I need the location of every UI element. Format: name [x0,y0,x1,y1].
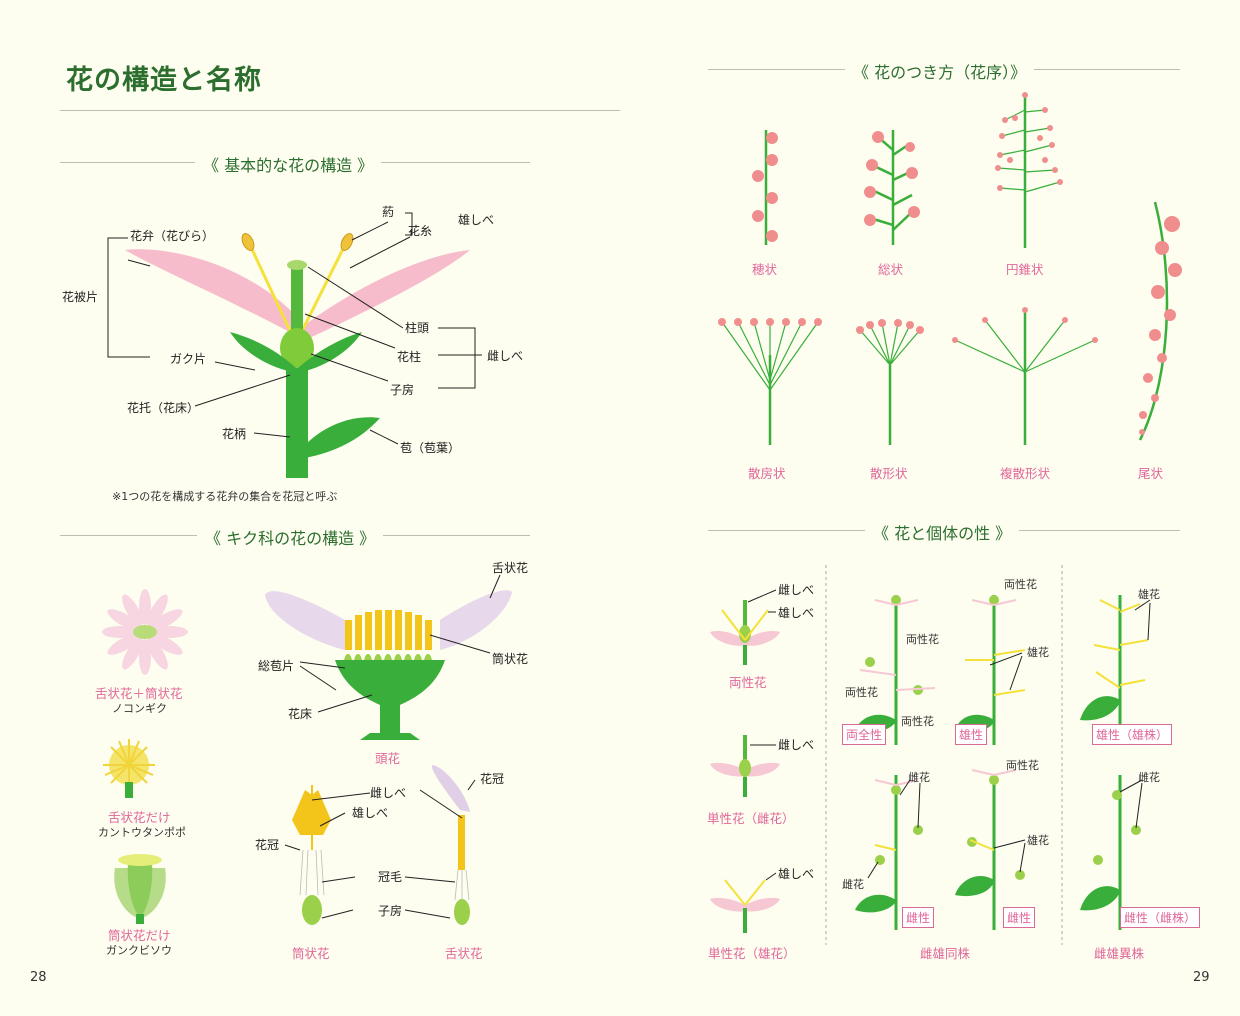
label-sex-oshibe2: 雄しべ [778,867,815,881]
label-mebana2: 雌花 [842,878,864,891]
page-number-left: 28 [30,970,47,985]
kiku-diagram [102,574,512,925]
label-fukusankeijo: 複散形状 [1000,466,1051,481]
label-kiku-kakan2: 花冠 [480,772,505,786]
box-shisei: 雌性 [902,907,935,928]
label-suijo: 穂状 [752,262,778,277]
label-kaben: 花弁（花びら） [130,229,215,243]
section-title-basic: 《 基本的な花の構造 》 [195,152,382,176]
label-bottom-tojoka: 筒状花 [292,946,330,961]
label-kiku-kakan1: 花冠 [255,838,280,852]
label-obana2: 雄花 [1138,588,1160,601]
label-gankubi-type: 筒状花だけ [108,928,171,943]
label-shiyu-doshu: 雌雄同株 [920,946,971,961]
label-tanpopo-type: 舌状花だけ [108,810,171,825]
label-gakuhen: ガク片 [170,352,207,366]
label-sanbojo: 散房状 [748,466,786,481]
note-kakan: ※1つの花を構成する花弁の集合を花冠と呼ぶ [112,490,338,503]
label-bottom-zetsujoka: 舌状花 [445,946,483,961]
label-sex-meshibe2: 雌しべ [778,738,815,752]
label-shibou: 子房 [390,383,415,397]
label-oshibe: 雄しべ [458,213,495,227]
section-title-inflorescence: 《 花のつき方（花序）》 [845,59,1035,83]
box-ryozensei: 両全性 [842,724,887,745]
label-zetsujoka: 舌状花 [492,561,529,575]
box-yusei: 雄性 [955,724,988,745]
label-ryo3: 両性花 [901,715,934,728]
page-number-right: 29 [1193,970,1210,985]
label-toka: 頭花 [375,751,401,766]
page-title: 花の構造と名称 [66,65,262,96]
label-bijo: 尾状 [1138,466,1164,481]
label-ryo5: 両性花 [1006,759,1039,772]
section-title-sexuality: 《 花と個体の性 》 [865,520,1020,544]
label-sankeijo: 散形状 [870,466,908,481]
label-nokongiku: ノコンギク [112,702,167,715]
section-title-kiku: 《 キク科の花の構造 》 [197,525,384,549]
label-sex-meshibe: 雌しべ [778,583,815,597]
label-tojoka: 筒状花 [492,652,529,666]
box-yusei-kabu: 雄性（雄株） [1092,724,1173,745]
label-meshibe: 雌しべ [487,349,524,363]
label-mebana1: 雌花 [908,771,930,784]
label-ryo2: 両性花 [845,686,878,699]
label-nokongiku-type: 舌状花＋筒状花 [95,686,183,701]
label-kiku-oshibe: 雄しべ [352,806,389,820]
label-kashi: 花糸 [408,224,433,238]
label-kataku: 花托（花床） [127,401,200,415]
label-kahei: 花柄 [222,427,247,441]
label-mebana3: 雌花 [1138,771,1160,784]
label-ryo4: 両性花 [1004,578,1037,591]
label-kachu: 花柱 [397,350,422,364]
label-ryo1: 両性花 [906,633,939,646]
label-kahihen: 花被片 [62,290,99,304]
box-shisei-kabu: 雌性（雌株） [1120,907,1201,928]
label-chutou: 柱頭 [405,321,430,335]
box-shisei2: 雌性 [1003,907,1036,928]
label-sex-oshibe: 雄しべ [778,606,815,620]
label-kiku-shibou: 子房 [378,904,403,918]
label-ryoseika: 両性花 [729,675,767,690]
label-soujo: 総状 [878,262,904,277]
label-tanseika-mebana: 単性花（雌花） [707,811,795,826]
label-tanseika-obana: 単性花（雄花） [708,946,796,961]
basic-flower-diagram [107,212,482,478]
label-obana1: 雄花 [1027,646,1049,659]
label-kiku-meshibe: 雌しべ [370,786,407,800]
title-divider [60,110,620,111]
label-soho: 総苞片 [258,659,295,673]
label-kanmou: 冠毛 [378,870,403,884]
label-obana3: 雄花 [1027,834,1049,847]
label-tanpopo: カントウタンポポ [98,826,186,839]
label-kasho: 花床 [288,707,313,721]
label-shiyu-ishu: 雌雄異株 [1094,946,1145,961]
label-yaku: 葯 [382,205,395,219]
label-gankubi: ガンクビソウ [106,944,172,957]
label-ensuijo: 円錐状 [1006,262,1044,277]
label-hou: 苞（苞葉） [400,441,461,455]
